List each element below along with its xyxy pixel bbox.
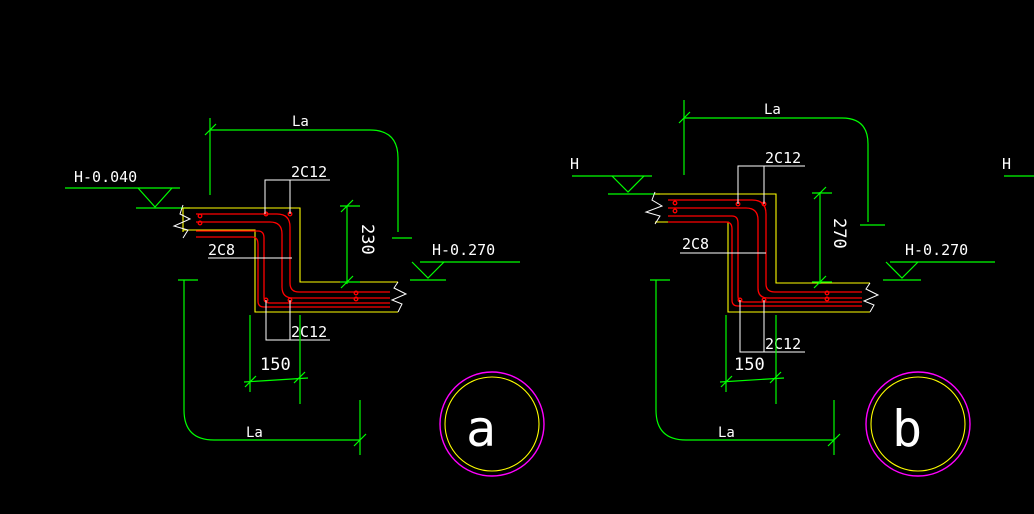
detail-b-leaders: 2C12 2C8 2C12 [680,149,805,353]
detail-b-bar-middle-label: 2C8 [682,235,709,253]
detail-a: La H-0.040 [65,114,545,477]
detail-a-top-anchor-dim: La [204,114,412,239]
detail-a-bar-middle-label: 2C8 [208,241,235,259]
detail-b-bottom-level-mark: H-0.270 [883,241,995,281]
detail-b-bottom-level-label: H-0.270 [905,241,968,259]
detail-a-rebars [196,211,390,308]
detail-a-bottom-level-mark: H-0.270 [410,241,520,281]
detail-a-break-right [390,281,408,313]
detail-a-top-la-label: La [292,114,309,130]
detail-a-break-left [172,204,192,239]
detail-a-bottom-anchor-dim: La [178,279,367,455]
detail-b-bottom-anchor-dim: La [650,279,841,455]
detail-b-rebars [668,199,862,307]
detail-b-tag: b [865,371,971,477]
detail-a-bottom-la-label: La [246,425,263,441]
detail-a-tag: a [439,371,545,477]
edge-level-mark: H [1002,155,1034,177]
detail-b-top-level-mark: H [570,155,660,195]
detail-a-bar-bottom-label: 2C12 [291,323,327,341]
detail-b-top-anchor-dim: La [678,100,885,226]
detail-a-bar-top-label: 2C12 [291,163,327,181]
detail-b-break-left [644,191,664,225]
detail-a-top-level-mark: H-0.040 [65,168,190,209]
detail-b: La H [570,100,995,477]
detail-a-top-level-label: H-0.040 [74,168,137,186]
detail-a-height-label: 230 [357,224,377,255]
detail-a-bottom-level-label: H-0.270 [432,241,495,259]
edge-level-label: H [1002,155,1011,173]
detail-a-tag-label: a [466,400,496,458]
detail-b-bar-top-label: 2C12 [765,149,801,167]
detail-a-width-label: 150 [260,355,291,375]
detail-a-leaders: 2C12 2C8 2C12 [208,163,330,341]
detail-b-top-level-label: H [570,155,579,173]
detail-b-width-dim: 150 [719,315,785,404]
detail-b-top-la-label: La [764,102,781,118]
detail-b-tag-label: b [892,400,922,458]
detail-b-width-label: 150 [734,355,765,375]
detail-b-height-label: 270 [829,218,849,249]
detail-a-height-dim: 230 [340,199,377,289]
detail-b-height-dim: 270 [812,186,849,289]
detail-b-break-right [862,282,880,313]
detail-b-bar-bottom-label: 2C12 [765,335,801,353]
detail-a-width-dim: 150 [243,315,309,404]
detail-b-bottom-la-label: La [718,425,735,441]
